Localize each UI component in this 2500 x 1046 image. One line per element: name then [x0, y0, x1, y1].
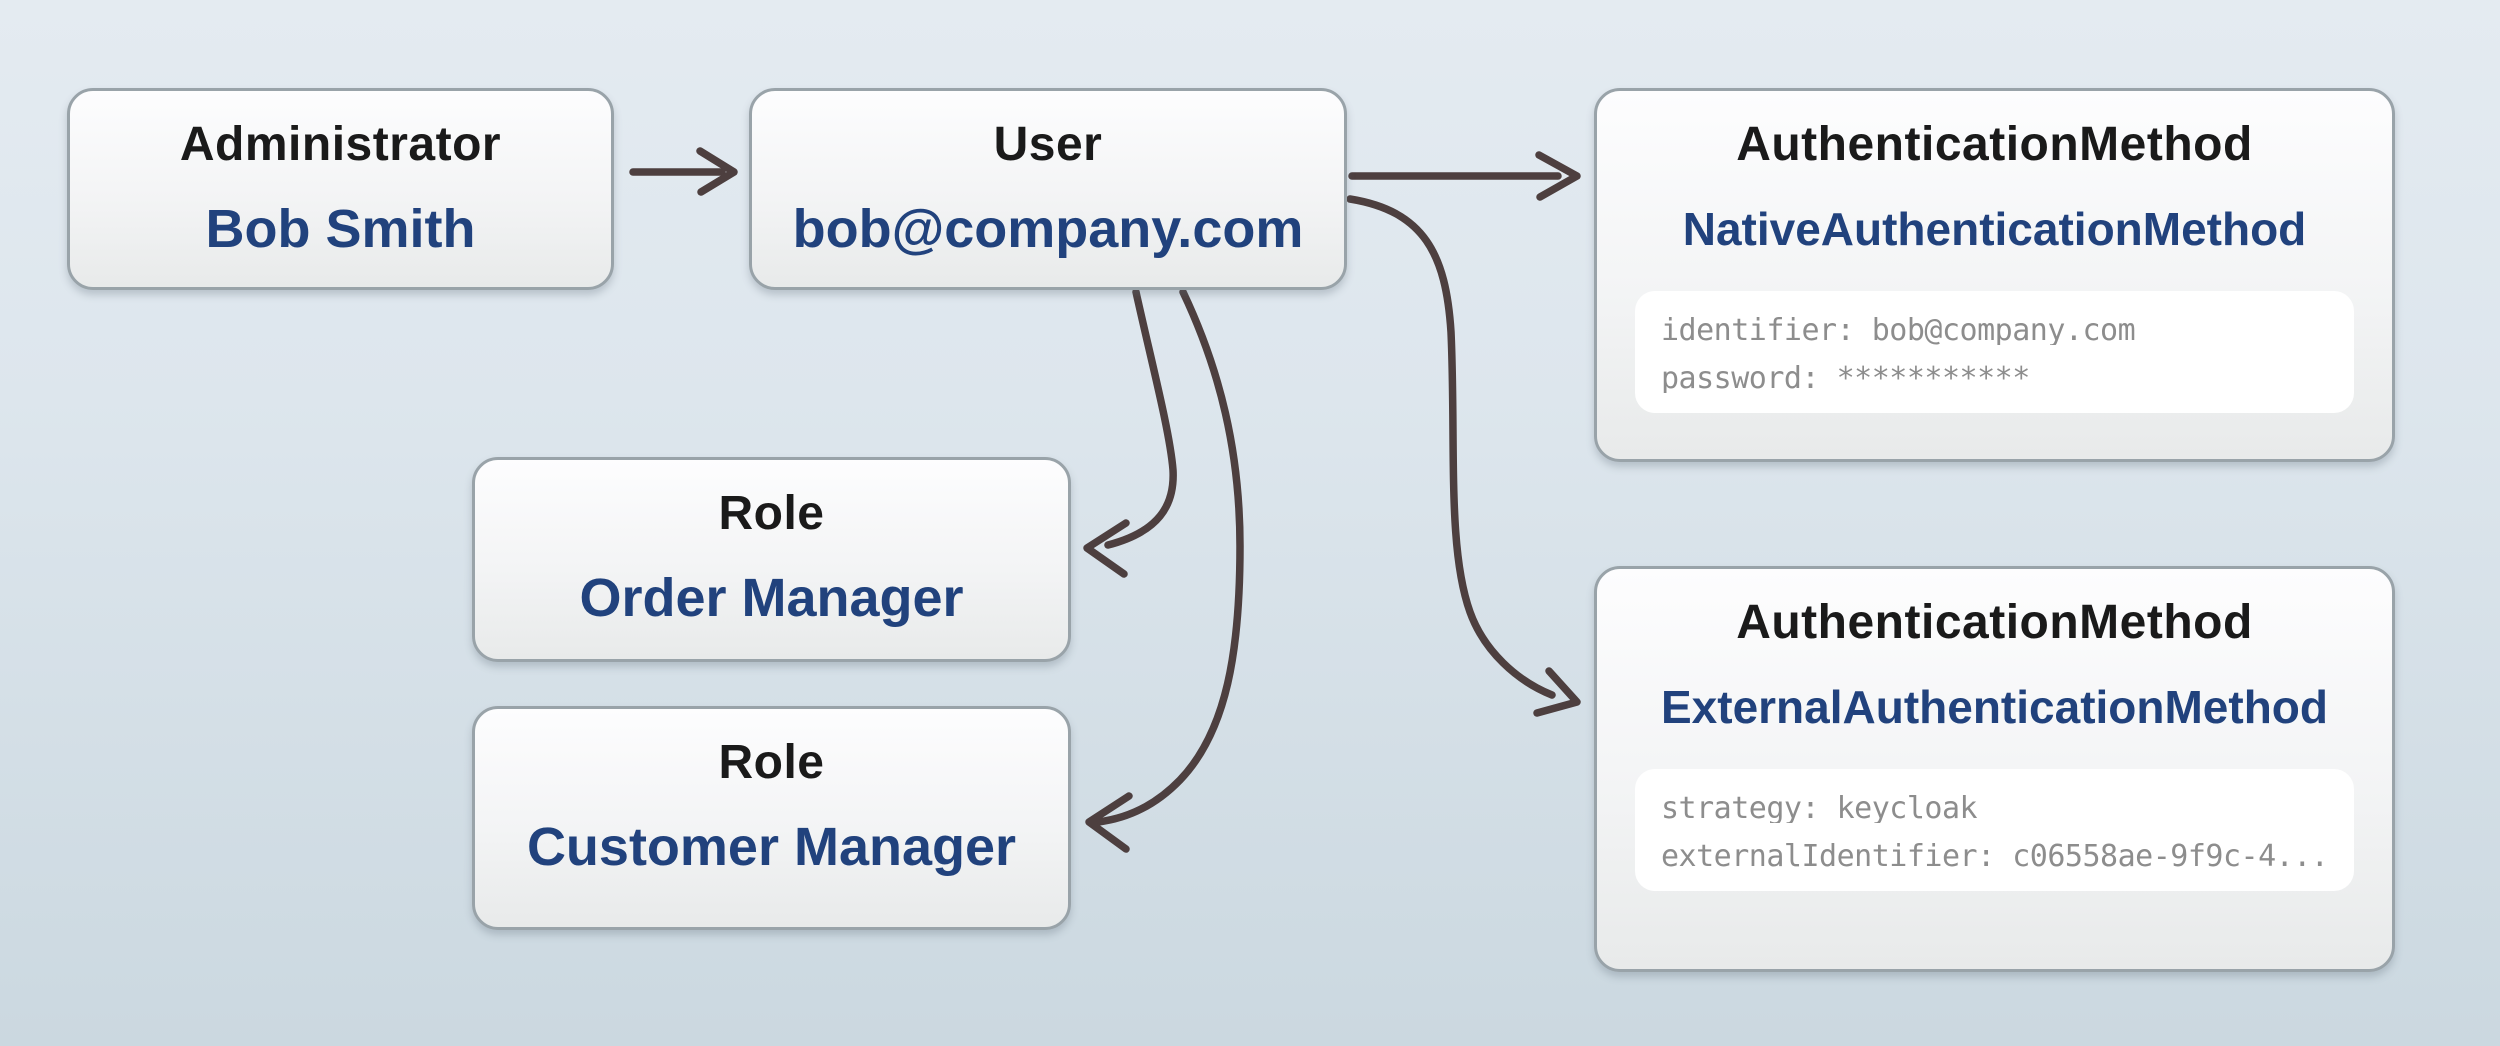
edge-user-to-role-customer [1085, 288, 1244, 853]
entity-type-label: Role [718, 736, 825, 789]
entity-type-label: User [993, 118, 1103, 171]
property-password: password: *********** [1661, 361, 2030, 393]
property-identifier: identifier: bob@company.com [1661, 313, 2136, 345]
entity-value-label: NativeAuthenticationMethod [1682, 203, 2307, 255]
entity-card-administrator: Administrator Bob Smith [67, 88, 614, 290]
edge-user-to-role-order [1083, 288, 1177, 578]
properties-panel: identifier: bob@company.com password: **… [1635, 291, 2354, 413]
edge-user-to-native-auth [1348, 151, 1581, 201]
entity-type-label: Administrator [179, 118, 502, 171]
entity-card-role-order-manager: Role Order Manager [472, 457, 1071, 662]
entity-value-label: Bob Smith [205, 199, 476, 259]
entity-value-label: bob@company.com [792, 199, 1304, 259]
properties-panel: strategy: keycloak externalIdentifier: c… [1635, 769, 2354, 891]
entity-type-label: Role [718, 487, 825, 540]
entity-card-external-authentication-method: AuthenticationMethod ExternalAuthenticat… [1594, 566, 2395, 972]
edge-user-to-external-auth [1346, 195, 1581, 717]
entity-type-label: AuthenticationMethod [1736, 118, 2253, 171]
entity-value-label: Order Manager [579, 568, 964, 628]
entity-card-role-customer-manager: Role Customer Manager [472, 706, 1071, 930]
entity-type-label: AuthenticationMethod [1736, 596, 2253, 649]
edge-administrator-to-user [629, 147, 738, 196]
entity-card-native-authentication-method: AuthenticationMethod NativeAuthenticatio… [1594, 88, 2395, 462]
property-external-identifier: externalIdentifier: c06558ae-9f9c-4... [1661, 839, 2328, 871]
entity-card-user: User bob@company.com [749, 88, 1347, 290]
entity-value-label: ExternalAuthenticationMethod [1660, 681, 2329, 733]
property-strategy: strategy: keycloak [1661, 791, 1978, 823]
entity-value-label: Customer Manager [526, 817, 1017, 877]
